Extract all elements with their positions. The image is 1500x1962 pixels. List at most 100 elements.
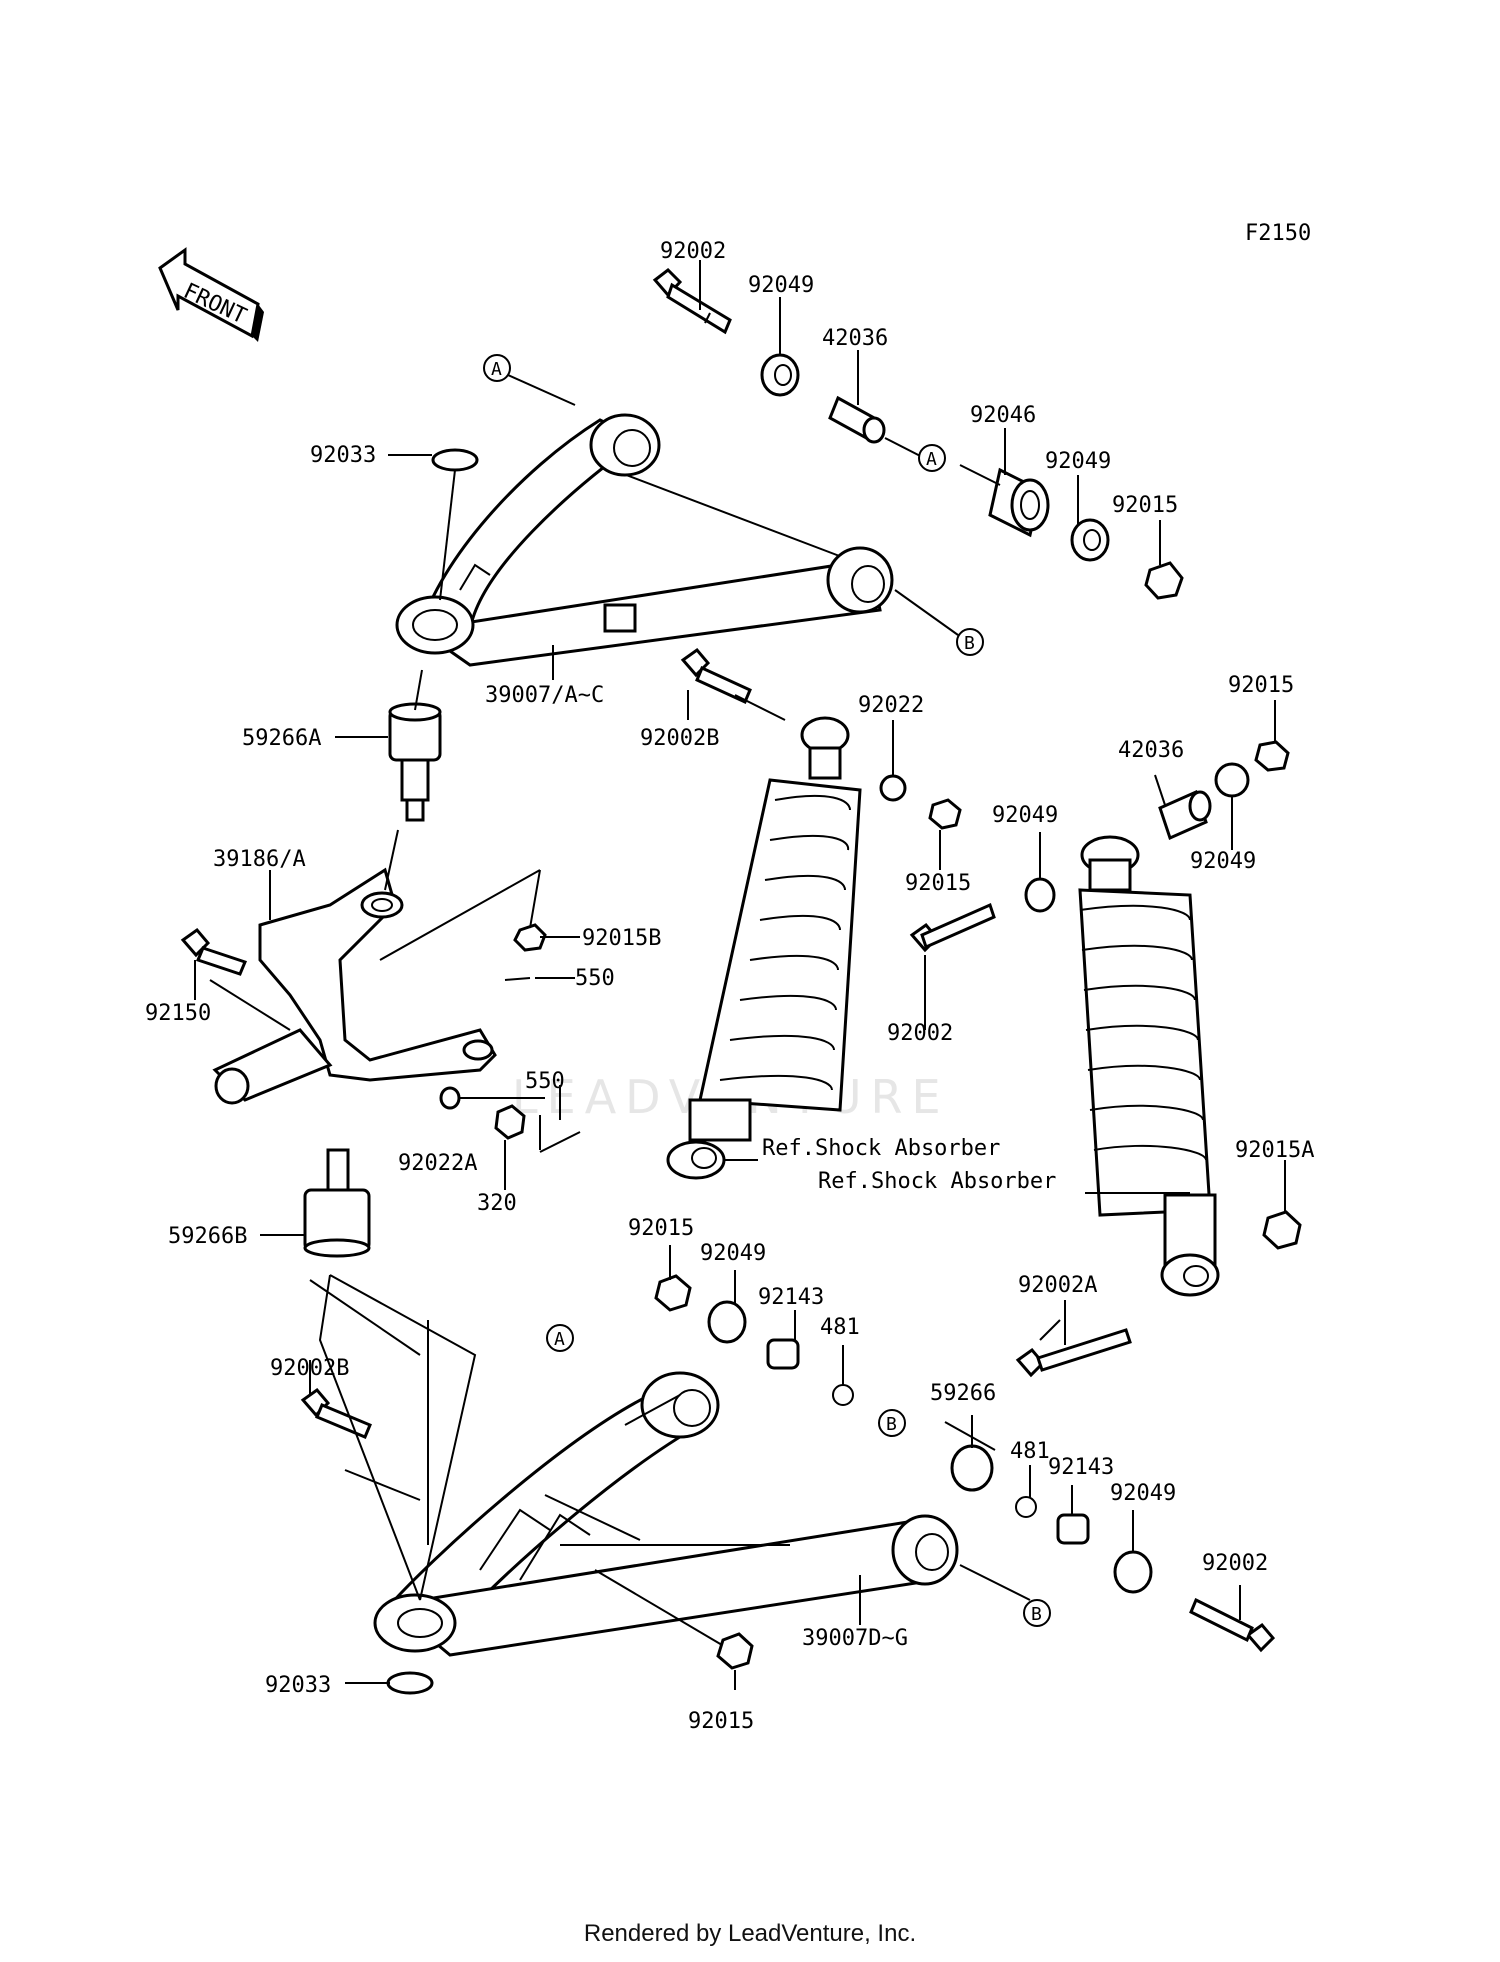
svg-text:A: A (554, 1329, 565, 1350)
label-92002B-mid: 92002B (640, 726, 719, 751)
bushing-59266 (950, 1444, 994, 1492)
cotter-pin-550-top (504, 977, 531, 981)
label-92049-mid: 92049 (992, 803, 1058, 828)
figure-code: F2150 (1245, 221, 1311, 246)
nut-92015-top (1144, 561, 1184, 600)
upper-a-arm (395, 413, 894, 667)
collar-92143-low (766, 1338, 800, 1370)
label-ref-shock-2: Ref.Shock Absorber (818, 1169, 1056, 1194)
label-92033-top: 92033 (310, 443, 376, 468)
label-92015B: 92015B (582, 926, 661, 951)
label-92049-right: 92049 (1190, 849, 1256, 874)
ball-joint-59266A (388, 702, 442, 822)
label-550-top: 550 (575, 966, 615, 991)
callout-a-2: A (918, 444, 946, 472)
callout-b-2: B (878, 1409, 906, 1437)
label-92002A: 92002A (1018, 1273, 1097, 1298)
label-42036-right: 42036 (1118, 738, 1184, 763)
collar-42036-top (828, 395, 886, 444)
label-92002B-low: 92002B (270, 1356, 349, 1381)
label-42036-top: 42036 (822, 326, 888, 351)
svg-text:B: B (886, 1414, 897, 1435)
bolt-92002A (1015, 1328, 1132, 1378)
label-92046: 92046 (970, 403, 1036, 428)
bolt-92002B-low (300, 1387, 372, 1439)
ball-joint-59266B (303, 1148, 371, 1258)
washer-92049-top2 (1070, 518, 1110, 562)
svg-text:B: B (964, 633, 975, 654)
knuckle-39186A (212, 867, 497, 1105)
cotter-pin-550-bot (539, 1131, 581, 1153)
label-92002-low: 92002 (1202, 1551, 1268, 1576)
label-92049-low: 92049 (700, 1241, 766, 1266)
label-59266B: 59266B (168, 1224, 247, 1249)
callout-b-1: B (956, 628, 984, 656)
label-92022: 92022 (858, 693, 924, 718)
leader-lines (194, 260, 1286, 1690)
bolt-92002-mid (909, 902, 996, 953)
circlip-481-low2 (1015, 1496, 1037, 1518)
label-92015-mid: 92015 (905, 871, 971, 896)
label-92049-top1: 92049 (748, 273, 814, 298)
nut-92015B (513, 923, 547, 952)
label-92033-low: 92033 (265, 1673, 331, 1698)
label-39007-dg: 39007D~G (802, 1626, 908, 1651)
label-59266A: 59266A (242, 726, 321, 751)
label-92049-low2: 92049 (1110, 1481, 1176, 1506)
front-arrow-icon: FRONT (158, 247, 264, 342)
circlip-481-low (832, 1384, 854, 1406)
label-92150: 92150 (145, 1001, 211, 1026)
nut-92015-right (1254, 740, 1290, 772)
label-92022A: 92022A (398, 1151, 477, 1176)
nut-92015-bottom (716, 1632, 754, 1670)
label-39186A: 39186/A (213, 847, 306, 872)
label-92015-right: 92015 (1228, 673, 1294, 698)
bolt-92002-low (1189, 1597, 1276, 1653)
bolt-92002-top (652, 268, 732, 335)
washer-92049-mid (1024, 877, 1056, 913)
label-92002-mid: 92002 (887, 1021, 953, 1046)
collar-42036-right (1158, 789, 1212, 841)
svg-text:B: B (1031, 1604, 1042, 1625)
label-92049-top2: 92049 (1045, 449, 1111, 474)
washer-92022 (879, 774, 907, 802)
castle-nut-320 (494, 1104, 526, 1140)
label-92015A: 92015A (1235, 1138, 1314, 1163)
collar-92143-low2 (1056, 1513, 1090, 1545)
washer-92049-right (1214, 762, 1250, 798)
label-481-low2: 481 (1010, 1439, 1050, 1464)
washer-92049-low2 (1113, 1550, 1153, 1594)
nut-92015-mid (928, 798, 962, 830)
label-92002-top: 92002 (660, 239, 726, 264)
label-92015-top: 92015 (1112, 493, 1178, 518)
label-92143-low2: 92143 (1048, 1455, 1114, 1480)
nut-92015A (1262, 1210, 1302, 1250)
bolt-92002B-mid (680, 647, 752, 705)
shock-absorber-left (666, 716, 862, 1180)
part-labels: 92002 92049 42036 92046 92049 92015 9203… (145, 239, 1314, 1734)
callout-a-3: A (546, 1324, 574, 1352)
shock-absorber-right (1078, 835, 1220, 1297)
bolt-92150 (180, 927, 248, 976)
bushing-92046 (988, 467, 1050, 538)
label-92015-low: 92015 (628, 1216, 694, 1241)
callout-b-3: B (1023, 1599, 1051, 1627)
label-481-low: 481 (820, 1315, 860, 1340)
svg-text:A: A (491, 359, 502, 380)
washer-92022A (439, 1086, 461, 1110)
label-92143-low: 92143 (758, 1285, 824, 1310)
label-59266: 59266 (930, 1381, 996, 1406)
washer-92049-top1 (760, 353, 800, 397)
lower-a-arm (373, 1371, 959, 1657)
label-320: 320 (477, 1191, 517, 1216)
label-550-bot: 550 (525, 1069, 565, 1094)
snap-ring-92033-low (386, 1671, 434, 1695)
label-92015-bottom: 92015 (688, 1709, 754, 1734)
callout-a-1: A (483, 354, 511, 382)
label-ref-shock-1: Ref.Shock Absorber (762, 1136, 1000, 1161)
label-39007-ac: 39007/A~C (485, 683, 604, 708)
washer-92049-low (707, 1300, 747, 1344)
nut-92015-low (654, 1274, 692, 1312)
footer-credit: Rendered by LeadVenture, Inc. (583, 1920, 917, 1947)
